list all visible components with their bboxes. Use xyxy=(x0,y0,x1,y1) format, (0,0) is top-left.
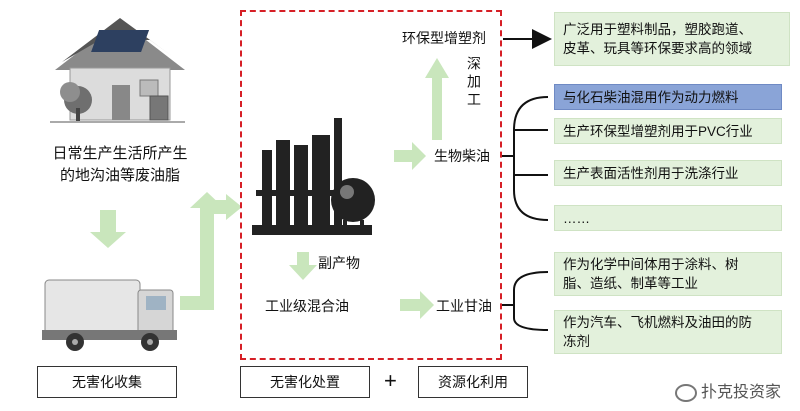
biodiesel-use-fuel: 与化石柴油混用作为动力燃料 xyxy=(554,84,782,110)
stage-utilization: 资源化利用 xyxy=(418,366,528,398)
watermark-text: 扑克投资家 xyxy=(701,384,782,401)
deep-processing-label: 深加工 xyxy=(466,56,482,110)
plasticizer-label: 环保型增塑剂 xyxy=(402,30,486,46)
garbage-truck-icon xyxy=(42,279,177,351)
glycerin-bracket xyxy=(500,271,549,331)
glycerin-label: 工业甘油 xyxy=(436,298,492,314)
glycerin-use-intermediate: 作为化学中间体用于涂料、树 脂、造纸、制革等工业 xyxy=(554,252,782,296)
biodiesel-label: 生物柴油 xyxy=(434,148,490,164)
biodiesel-bracket xyxy=(500,96,549,221)
biodiesel-use-more: …… xyxy=(554,205,782,231)
source-label: 日常生产生活所产生 的地沟油等废油脂 xyxy=(52,145,188,184)
weibo-icon xyxy=(675,383,697,402)
house-icon xyxy=(50,18,185,123)
biodiesel-use-surfactant: 生产表面活性剂用于洗涤行业 xyxy=(554,160,782,186)
biodiesel-use-pvc: 生产环保型增塑剂用于PVC行业 xyxy=(554,118,782,144)
stage-processing: 无害化处置 xyxy=(240,366,370,398)
plasticizer-use-box: 广泛用于塑料制品，塑胶跑道、 皮革、玩具等环保要求高的领域 xyxy=(554,12,790,66)
processing-zone xyxy=(240,10,502,360)
byproduct-label: 副产物 xyxy=(318,255,360,271)
mixed-oil-label: 工业级混合油 xyxy=(265,298,349,314)
refinery-icon xyxy=(252,118,375,235)
flow-arrows xyxy=(90,58,449,319)
plus-sign: + xyxy=(384,368,397,393)
stage-collection: 无害化收集 xyxy=(37,366,177,398)
glycerin-use-antifreeze: 作为汽车、飞机燃料及油田的防 冻剂 xyxy=(554,310,782,354)
watermark: 扑克投资家 xyxy=(675,378,781,402)
